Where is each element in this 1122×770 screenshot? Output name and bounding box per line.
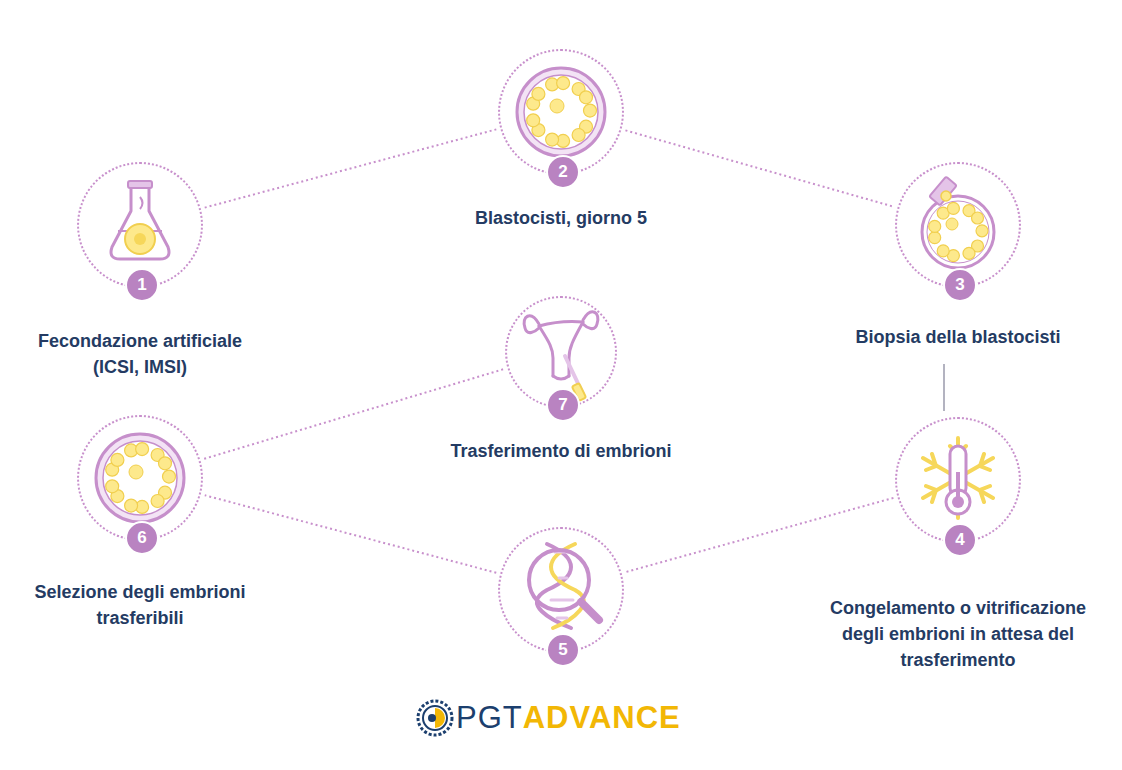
logo-icon xyxy=(418,701,452,735)
node-circle: 5 xyxy=(498,527,624,653)
step-node: 2Blastocisti, giorno 5 xyxy=(401,49,721,231)
step-label: Biopsia della blastocisti xyxy=(855,324,1060,350)
node-circle: 1 xyxy=(77,162,203,288)
step-node: 1Fecondazione artificiale (ICSI, IMSI) xyxy=(20,162,260,380)
step-number: 3 xyxy=(943,268,977,302)
step-node: 5 xyxy=(461,527,661,653)
step-number: 2 xyxy=(546,155,580,189)
node-circle: 6 xyxy=(77,415,203,541)
dotted-connector xyxy=(625,130,893,206)
pipette-icon xyxy=(929,177,956,206)
step-label: Congelamento o vitrificazione degli embr… xyxy=(808,595,1108,673)
step-node: 7Trasferimento di embrioni xyxy=(401,296,721,464)
step-number: 4 xyxy=(943,523,977,557)
flask-icon xyxy=(111,181,169,259)
step-label: Selezione degli embrioni trasferibili xyxy=(20,579,260,631)
biopsy-icon xyxy=(922,196,994,268)
node-circle: 7 xyxy=(505,296,617,408)
freeze-icon xyxy=(923,438,993,518)
step-label: Blastocisti, giorno 5 xyxy=(475,205,647,231)
step-number: 7 xyxy=(546,388,580,422)
logo-word: PGT xyxy=(456,700,523,736)
logo-word: ADVANCE xyxy=(523,700,681,736)
step-node: 4Congelamento o vitrificazione degli emb… xyxy=(808,417,1108,673)
dotted-connector xyxy=(943,364,945,411)
step-label: Fecondazione artificiale (ICSI, IMSI) xyxy=(20,328,260,380)
blastocyst-icon xyxy=(96,434,184,522)
node-circle: 4 xyxy=(895,417,1021,543)
step-number: 1 xyxy=(125,268,159,302)
dna-icon xyxy=(529,544,599,628)
step-node: 6Selezione degli embrioni trasferibili xyxy=(20,415,260,631)
step-node: 3Biopsia della blastocisti xyxy=(808,162,1108,350)
dotted-connector xyxy=(205,495,497,573)
step-number: 5 xyxy=(546,633,580,667)
step-number: 6 xyxy=(125,521,159,555)
blastocyst-icon xyxy=(517,68,605,156)
thermometer-icon xyxy=(946,446,970,514)
dotted-connector xyxy=(205,129,497,207)
dotted-connector xyxy=(626,498,894,572)
logo-text: PGTADVANCE xyxy=(456,700,681,736)
node-circle: 2 xyxy=(498,49,624,175)
step-label: Trasferimento di embrioni xyxy=(450,438,671,464)
node-circle: 3 xyxy=(895,162,1021,288)
